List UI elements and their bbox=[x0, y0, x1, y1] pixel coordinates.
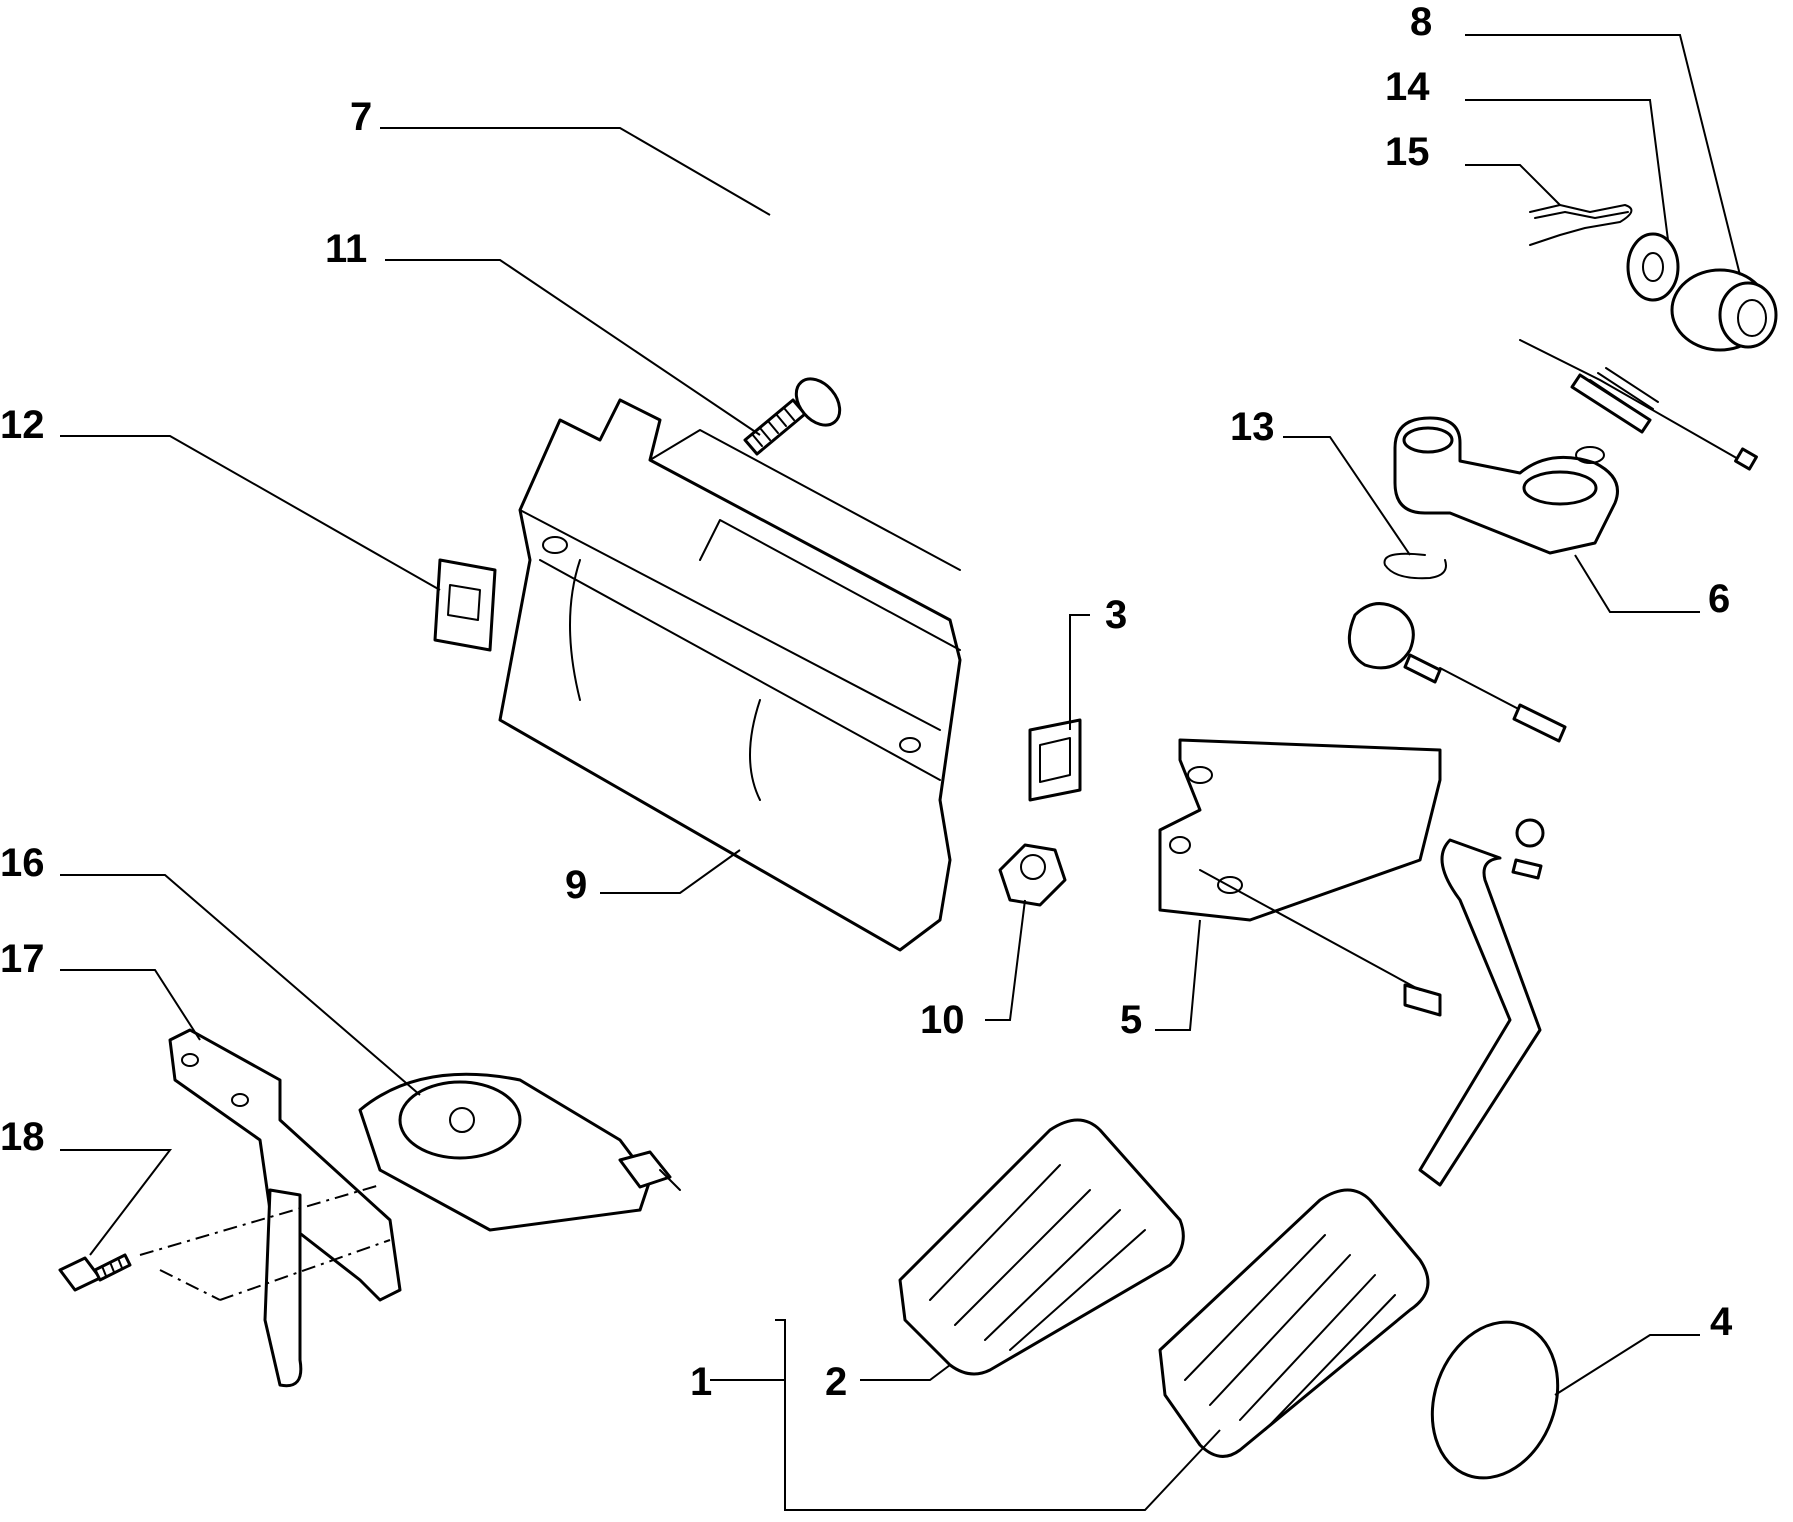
bracket-clip bbox=[1028, 718, 1082, 802]
mounting-bracket bbox=[168, 1028, 402, 1388]
callout-13: 13 bbox=[1230, 405, 1275, 449]
flange-nut bbox=[998, 843, 1067, 907]
hex-bolt bbox=[58, 1253, 132, 1292]
callout-2: 2 bbox=[825, 1360, 847, 1404]
pedal-pad-front bbox=[898, 1118, 1185, 1376]
callout-4: 4 bbox=[1710, 1300, 1733, 1344]
pedal-bracket bbox=[1158, 738, 1442, 922]
callout-7: 7 bbox=[350, 95, 372, 139]
leader-lines bbox=[60, 34, 1741, 1511]
callout-5: 5 bbox=[1120, 998, 1142, 1042]
callout-16: 16 bbox=[0, 841, 45, 885]
washer bbox=[1626, 232, 1680, 302]
self-tapping-screw bbox=[743, 377, 842, 456]
callout-18: 18 bbox=[0, 1115, 45, 1159]
spring-clip bbox=[1529, 204, 1633, 246]
callout-6: 6 bbox=[1708, 577, 1730, 621]
position-sensor bbox=[358, 1072, 681, 1232]
callout-3: 3 bbox=[1105, 593, 1127, 637]
round-cap bbox=[1430, 1320, 1560, 1480]
retaining-clip bbox=[433, 558, 497, 652]
accelerator-cable bbox=[766, 59, 1758, 743]
callout-10: 10 bbox=[920, 998, 965, 1042]
circlip bbox=[1383, 552, 1447, 580]
pedal-pad-rear bbox=[1158, 1188, 1430, 1458]
callout-15: 15 bbox=[1385, 130, 1430, 174]
callout-9: 9 bbox=[565, 863, 587, 907]
callout-14: 14 bbox=[1385, 65, 1430, 109]
callout-17: 17 bbox=[0, 937, 45, 981]
callout-11: 11 bbox=[325, 227, 367, 271]
pedal-box-cover bbox=[498, 398, 962, 952]
throttle-lever bbox=[1393, 416, 1619, 555]
callout-1: 1 bbox=[690, 1360, 712, 1404]
pedal-arm bbox=[1199, 818, 1545, 1187]
callout-8: 8 bbox=[1410, 0, 1432, 44]
callout-numbers: 1 2 3 4 5 6 7 8 9 10 11 12 13 14 15 16 1… bbox=[0, 0, 1733, 1404]
callout-12: 12 bbox=[0, 403, 45, 447]
cable-grommet bbox=[1670, 268, 1778, 352]
